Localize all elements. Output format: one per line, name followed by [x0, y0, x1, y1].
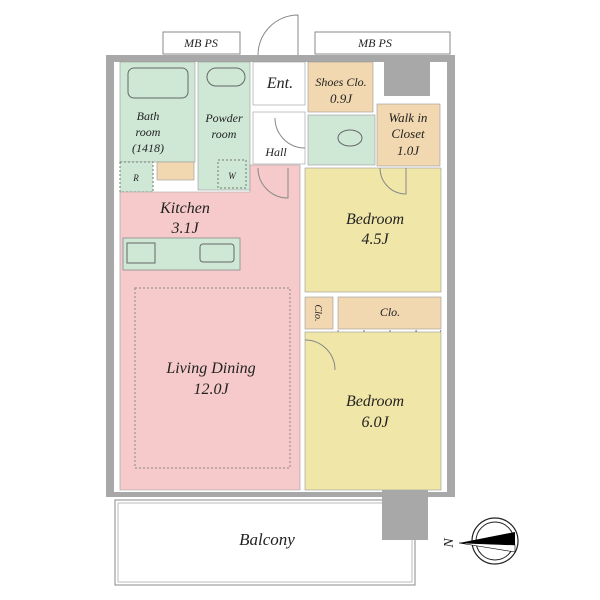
bathroom: [119, 61, 196, 163]
bathtub: [127, 67, 189, 99]
small-closet: [304, 296, 334, 330]
small-closet-label: Clo.: [312, 305, 323, 322]
kitchen-sink: [199, 243, 235, 263]
living-label: Living Dining: [165, 360, 255, 377]
bedroom-1-label: Bedroom: [346, 211, 404, 228]
kitchen-shelf: [156, 161, 195, 181]
hall: [252, 111, 306, 165]
sink: [206, 67, 246, 87]
powder-label-2: room: [212, 127, 237, 141]
stove: [126, 242, 156, 264]
bedroom-1-size: 4.5J: [361, 231, 389, 248]
closet: [337, 296, 442, 330]
kitchen-door: [257, 167, 289, 199]
balcony: [114, 499, 416, 586]
mbps-right-label: MB PS: [357, 36, 392, 50]
toilet: [337, 129, 363, 147]
walk-in-closet-label-1: Walk in: [389, 110, 428, 125]
powder-label-1: Powder: [204, 111, 243, 125]
wall-block: [384, 62, 430, 96]
kitchen-label: Kitchen: [159, 200, 210, 217]
bath-label-2: room: [136, 125, 161, 139]
entrance-area: [252, 61, 306, 106]
living-rug-outline: [134, 287, 291, 469]
bedroom-2: [304, 331, 442, 491]
compass: [458, 517, 519, 565]
bath-label-1: Bath: [137, 109, 160, 123]
entrance-door: [257, 14, 299, 56]
washer-label: W: [228, 171, 237, 181]
column: [382, 490, 428, 540]
mbps-left: [162, 31, 241, 55]
powder-room: [197, 61, 251, 191]
walk-in-closet: [376, 103, 441, 167]
walk-in-closet-label-2: Closet: [391, 126, 425, 141]
walk-in-closet-size: 1.0J: [397, 143, 420, 158]
kitchen-size: 3.1J: [170, 220, 199, 237]
shoes-closet-label: Shoes Clo.: [315, 75, 366, 89]
hall-door: [274, 117, 306, 149]
bedroom-1: [304, 167, 442, 293]
bedroom-1-door: [379, 167, 407, 195]
fridge-space: [119, 161, 154, 193]
mbps-right: [314, 31, 451, 55]
washer-space: [217, 159, 247, 189]
bedroom-2-label: Bedroom: [346, 393, 404, 410]
shoes-closet-size: 0.9J: [330, 91, 353, 106]
fridge-label: R: [132, 173, 139, 183]
entrance-label: Ent.: [266, 75, 293, 92]
bedroom-2-size: 6.0J: [361, 414, 389, 431]
living-size: 12.0J: [193, 381, 229, 398]
toilet-room: [307, 114, 376, 166]
bedroom-2-door: [304, 339, 336, 371]
living-dining-kitchen: [119, 164, 301, 491]
shoes-closet: [307, 61, 374, 113]
mbps-left-label: MB PS: [183, 36, 218, 50]
closet-label: Clo.: [380, 305, 400, 319]
balcony-label: Balcony: [239, 530, 295, 549]
hall-label: Hall: [264, 145, 287, 159]
bath-size: (1418): [132, 141, 164, 155]
north-label: N: [442, 538, 457, 549]
